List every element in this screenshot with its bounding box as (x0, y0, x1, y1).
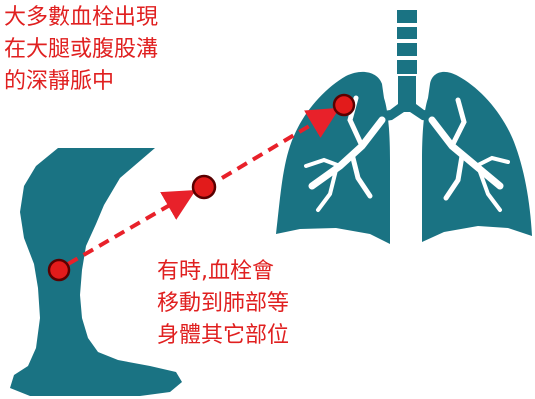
caption-line: 的深靜脈中 (4, 66, 158, 98)
caption-line: 大多數血栓出現 (4, 2, 158, 34)
blood-clot-dot-icon (334, 95, 354, 115)
trachea-ring (397, 43, 417, 56)
caption-deep-vein: 大多數血栓出現 在大腿或腹股溝 的深靜脈中 (4, 2, 158, 98)
caption-line: 移動到肺部等 (157, 288, 289, 320)
trachea-ring (397, 27, 417, 39)
caption-line: 身體其它部位 (157, 320, 289, 352)
trachea-ring (397, 60, 417, 74)
right-lung (422, 72, 532, 242)
lungs-icon (276, 10, 532, 244)
caption-clot-travel: 有時,血栓會 移動到肺部等 身體其它部位 (157, 256, 289, 352)
blood-clot-dot-icon (49, 260, 69, 280)
caption-line: 有時,血栓會 (157, 256, 289, 288)
left-lung (276, 72, 390, 244)
caption-line: 在大腿或腹股溝 (4, 34, 158, 66)
blood-clot-dot-icon (193, 176, 215, 198)
trachea-ring (397, 10, 417, 23)
